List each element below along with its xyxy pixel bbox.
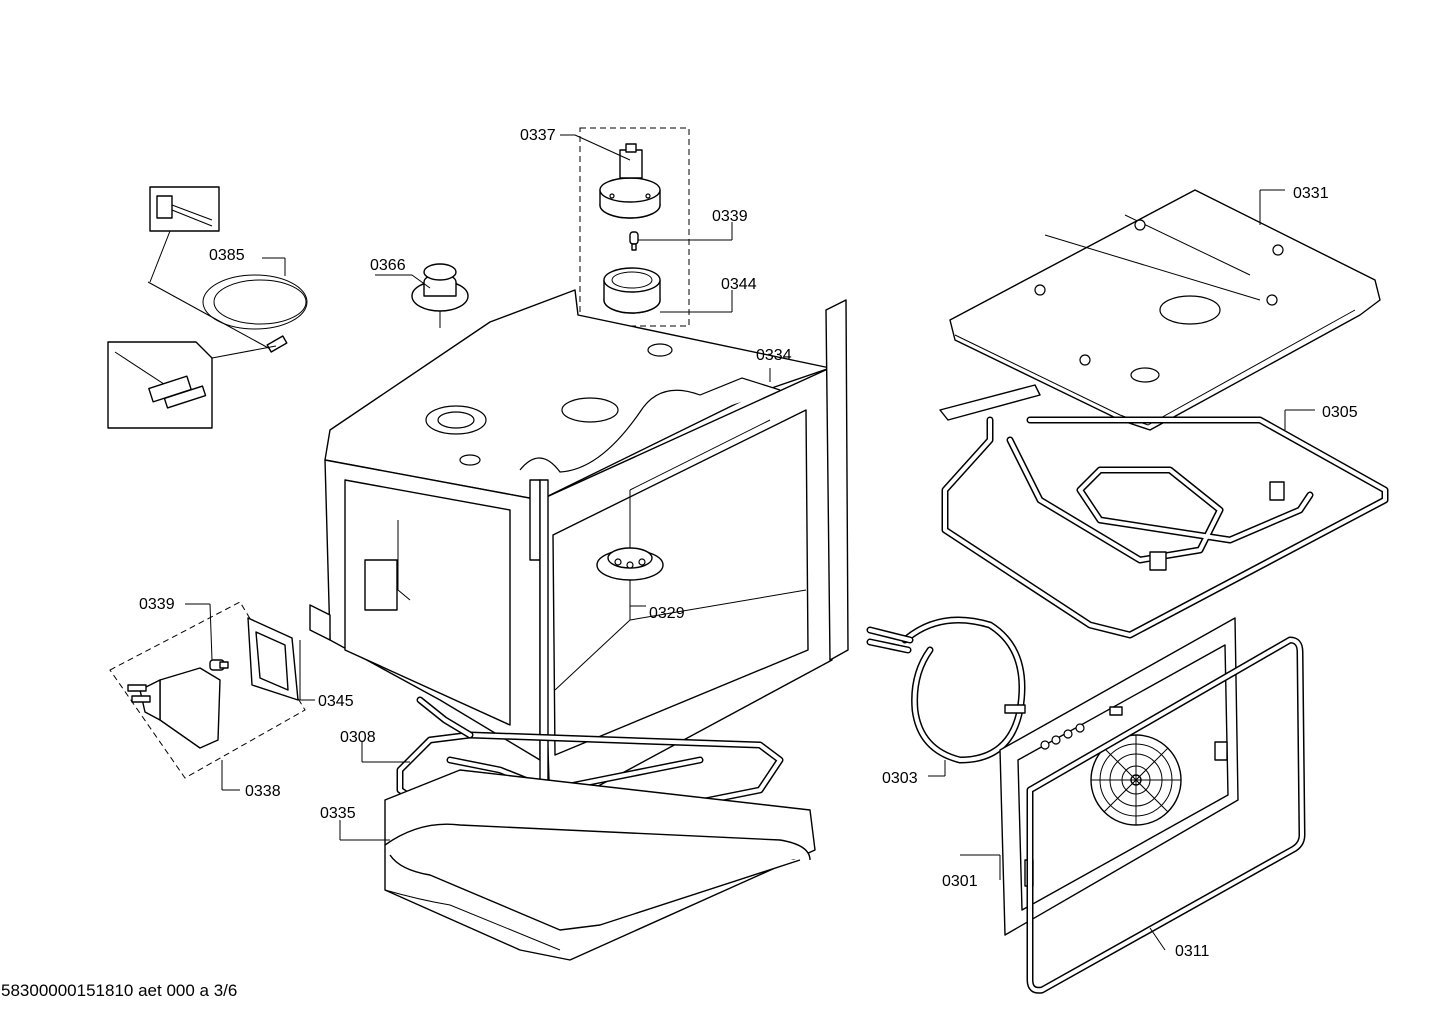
- label-0331: 0331: [1293, 185, 1329, 202]
- rear-panel-part[interactable]: [999, 617, 1239, 936]
- lamp-assembly-group: [579, 127, 690, 367]
- label-0305: 0305: [1322, 404, 1358, 421]
- oven-muffle-part[interactable]: [309, 289, 849, 821]
- door-seal-part[interactable]: [1026, 636, 1306, 994]
- rear-lamp-holder-part[interactable]: [596, 547, 664, 607]
- switch-assembly-dashed-box: [109, 601, 306, 779]
- label-0366: 0366: [370, 257, 406, 274]
- lamp-cover-part[interactable]: [603, 267, 661, 314]
- label-0311: 0311: [1175, 943, 1210, 960]
- label-0334: 0334: [756, 347, 792, 364]
- lamp-bulb-part[interactable]: [629, 231, 639, 251]
- top-heater-part[interactable]: [939, 384, 1389, 639]
- label-0345: 0345: [318, 693, 354, 710]
- label-0344: 0344: [721, 276, 757, 293]
- label-0339-left: 0339: [139, 596, 175, 613]
- label-0335: 0335: [320, 805, 356, 822]
- label-0337: 0337: [520, 127, 556, 144]
- ring-heater-part[interactable]: [866, 616, 1026, 777]
- label-0338: 0338: [245, 783, 281, 800]
- sensor-cable-part[interactable]: [147, 274, 308, 351]
- lamp-socket-part[interactable]: [599, 143, 661, 219]
- label-0301: 0301: [942, 873, 978, 890]
- label-0339-top: 0339: [712, 208, 748, 225]
- part-labels: 0337 0339 0344 0366 0385 0334 0331 0305 …: [139, 127, 1358, 960]
- leader-lines: [185, 134, 1000, 856]
- fan-bearing-part[interactable]: [411, 263, 469, 328]
- top-cover-plate-part[interactable]: [949, 189, 1381, 431]
- document-id-footer: 58300000151810 aet 000 a 3/6: [1, 981, 238, 1000]
- label-0329: 0329: [649, 605, 685, 622]
- sensor-cable-group: [107, 186, 308, 429]
- lamp-window-part[interactable]: [247, 617, 299, 701]
- label-0308: 0308: [340, 729, 376, 746]
- insulation-mat-part[interactable]: [384, 769, 816, 961]
- label-0303: 0303: [882, 770, 918, 787]
- switch-body-part[interactable]: [127, 667, 221, 749]
- switch-assembly-group: [109, 601, 306, 779]
- indicator-lamp-part[interactable]: [209, 659, 229, 671]
- label-0385: 0385: [209, 247, 245, 264]
